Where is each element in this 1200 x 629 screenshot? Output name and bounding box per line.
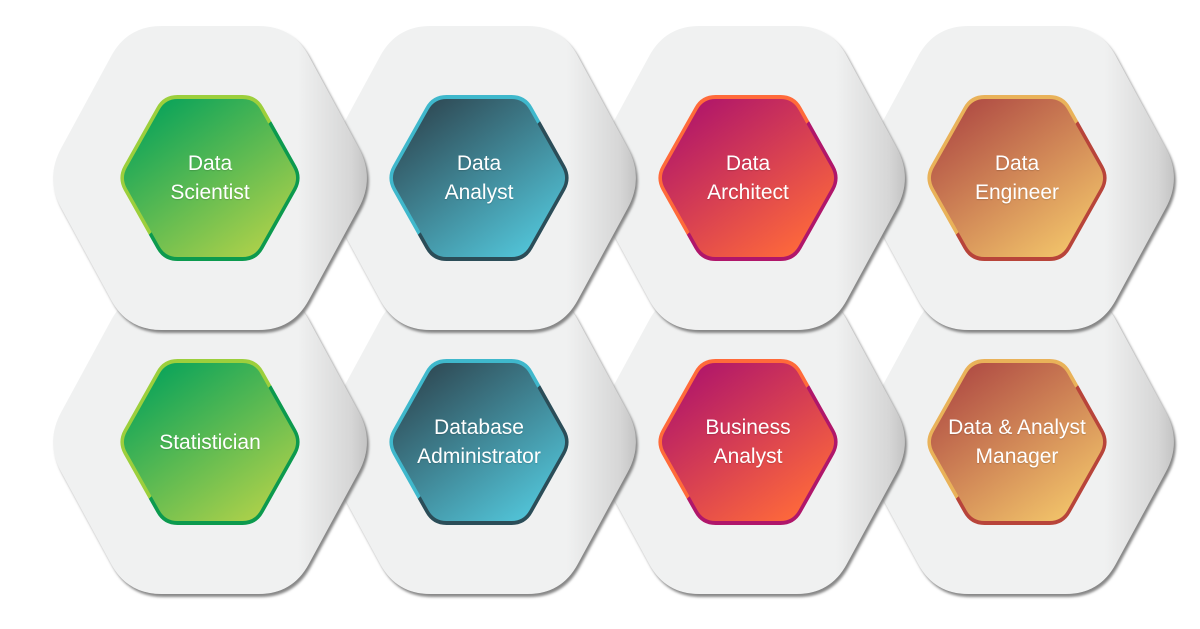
- role-hex-data-scientist[interactable]: [120, 95, 300, 261]
- role-hex-layer: [120, 95, 1107, 525]
- role-hex-business-analyst[interactable]: [658, 359, 838, 525]
- role-hex-database-administrator[interactable]: [389, 359, 569, 525]
- role-hex-data-analyst[interactable]: [389, 95, 569, 261]
- role-hex-data-engineer[interactable]: [927, 95, 1107, 261]
- role-hex-data-analyst-manager[interactable]: [927, 359, 1107, 525]
- role-hex-statistician[interactable]: [120, 359, 300, 525]
- role-hex-data-architect[interactable]: [658, 95, 838, 261]
